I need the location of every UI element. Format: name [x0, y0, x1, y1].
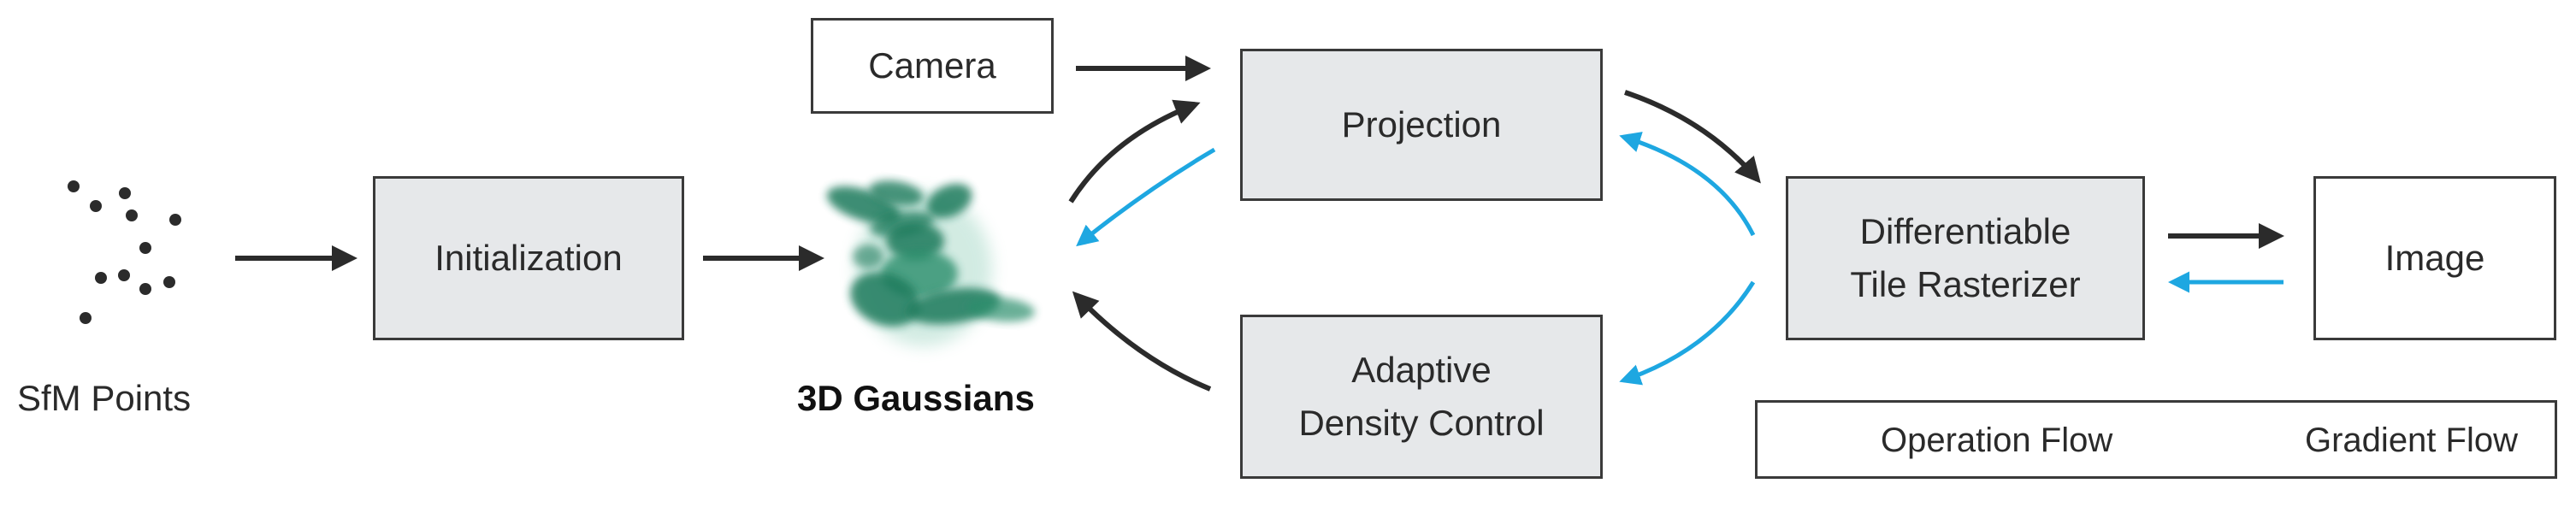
gradient-rasterizer-to-projection — [1619, 132, 1756, 237]
point — [68, 180, 80, 192]
legend: Operation Flow Gradient Flow — [1755, 400, 2557, 479]
gradient-arrows — [1076, 132, 2284, 386]
arrow-gaussians-to-projection — [1068, 99, 1201, 203]
arrow-projection-to-rasterizer — [1624, 90, 1761, 184]
gaussians-graphic — [826, 180, 1035, 346]
camera-label: Camera — [868, 45, 996, 85]
gaussians-label: 3D Gaussians — [797, 378, 1035, 418]
camera-box: Camera — [811, 18, 1054, 114]
point — [126, 209, 138, 221]
adaptive-label-line1: Adaptive — [1351, 350, 1492, 390]
point — [90, 200, 102, 212]
rasterizer-box: Differentiable Tile Rasterizer — [1786, 176, 2145, 340]
image-box: Image — [2313, 176, 2556, 340]
point — [163, 276, 175, 288]
rasterizer-label-line2: Tile Rasterizer — [1850, 264, 2081, 304]
initialization-label: Initialization — [434, 238, 623, 278]
arrow-adc-to-gaussians — [1072, 291, 1212, 392]
point — [139, 283, 151, 295]
point — [169, 214, 181, 226]
legend-gradient-label: Gradient Flow — [2305, 422, 2518, 459]
legend-operation-label: Operation Flow — [1881, 422, 2113, 459]
sfm-points-label: SfM Points — [17, 378, 192, 418]
adaptive-density-control-box: Adaptive Density Control — [1240, 315, 1603, 479]
point — [119, 187, 131, 199]
operation-arrows — [235, 56, 2284, 392]
point — [139, 242, 151, 254]
adaptive-label-line2: Density Control — [1298, 403, 1545, 443]
image-label: Image — [2384, 238, 2485, 278]
projection-label: Projection — [1341, 104, 1502, 144]
point — [118, 269, 130, 281]
gradient-projection-to-gaussians — [1076, 147, 1216, 247]
rasterizer-label-line1: Differentiable — [1859, 211, 2071, 251]
gradient-rasterizer-to-adc — [1619, 280, 1756, 386]
initialization-box: Initialization — [373, 176, 684, 340]
sfm-points-dots — [68, 180, 181, 324]
point — [95, 272, 107, 284]
point — [80, 312, 92, 324]
projection-box: Projection — [1240, 49, 1603, 201]
